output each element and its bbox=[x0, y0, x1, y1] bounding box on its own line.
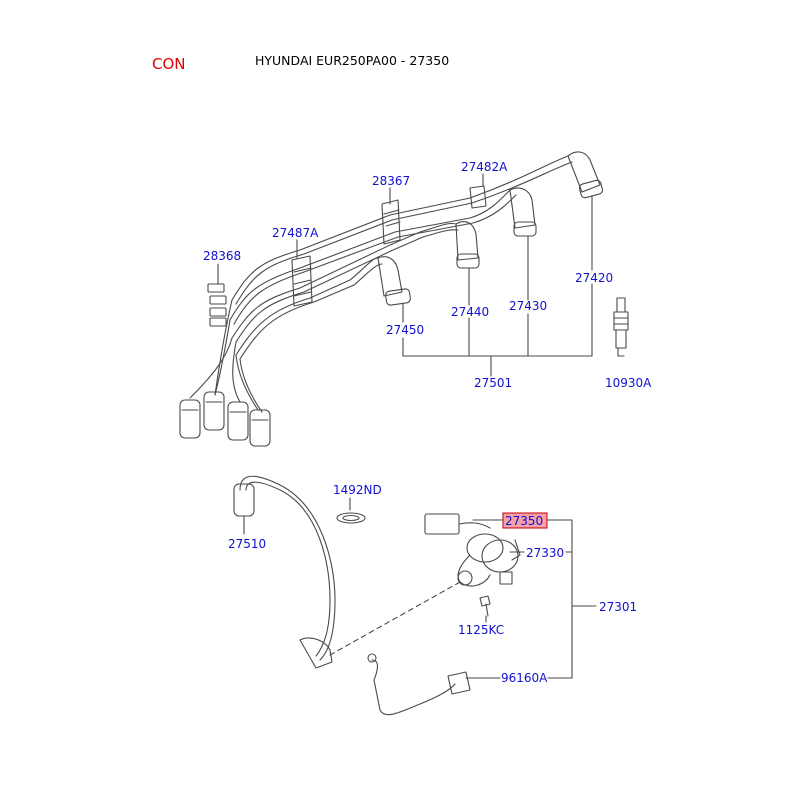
part-label-10930a[interactable]: 10930A bbox=[605, 376, 652, 390]
part-label-27440[interactable]: 27440 bbox=[451, 305, 489, 319]
diagram-title: HYUNDAI EUR250PA00 - 27350 bbox=[255, 53, 450, 68]
part-label-28368[interactable]: 28368 bbox=[203, 249, 241, 263]
dashed-connection bbox=[329, 581, 461, 656]
bolt-1125kc bbox=[479, 595, 491, 617]
ht-lead-27510 bbox=[233, 475, 336, 669]
sensor-96160a bbox=[367, 653, 475, 716]
part-label-28367[interactable]: 28367 bbox=[372, 174, 410, 188]
part-label-27430[interactable]: 27430 bbox=[509, 299, 547, 313]
leader-lines-upper bbox=[217, 173, 593, 377]
plug-boot-27430 bbox=[509, 187, 537, 237]
cable-clamp-28367 bbox=[381, 199, 401, 245]
o-ring-1492nd bbox=[336, 512, 366, 524]
plug-boot-27450 bbox=[377, 256, 411, 306]
spark-plug-10930a bbox=[613, 297, 629, 357]
part-label-96160a[interactable]: 96160A bbox=[501, 671, 548, 685]
plug-boot-27420 bbox=[567, 151, 604, 199]
part-label-1492nd[interactable]: 1492ND bbox=[333, 483, 382, 497]
plug-boot-27440 bbox=[455, 221, 480, 269]
part-label-27330[interactable]: 27330 bbox=[526, 546, 564, 560]
part-label-1125kc[interactable]: 1125KC bbox=[458, 623, 504, 637]
part-label-27301[interactable]: 27301 bbox=[599, 600, 637, 614]
part-label-27501[interactable]: 27501 bbox=[474, 376, 512, 390]
clip-set-28368 bbox=[207, 283, 227, 327]
part-label-27482a[interactable]: 27482A bbox=[461, 160, 508, 174]
coil-boots bbox=[179, 391, 271, 447]
ignition-coil-27330 bbox=[424, 513, 521, 587]
highlight-box-27350 bbox=[502, 512, 548, 529]
part-labels: 28367 27482A 27487A 28368 27420 27440 27… bbox=[203, 160, 652, 685]
cable-clamp-27482a bbox=[469, 185, 487, 209]
part-label-27350[interactable]: 27350 bbox=[505, 514, 543, 528]
cable-bundle bbox=[189, 155, 573, 413]
leader-lines-lower bbox=[243, 497, 597, 679]
part-label-27420[interactable]: 27420 bbox=[575, 271, 613, 285]
part-label-27510[interactable]: 27510 bbox=[228, 537, 266, 551]
diagram-code: CON bbox=[152, 55, 186, 73]
part-label-27450[interactable]: 27450 bbox=[386, 323, 424, 337]
part-label-27487a[interactable]: 27487A bbox=[272, 226, 319, 240]
cable-clamp-27487a bbox=[291, 255, 313, 307]
